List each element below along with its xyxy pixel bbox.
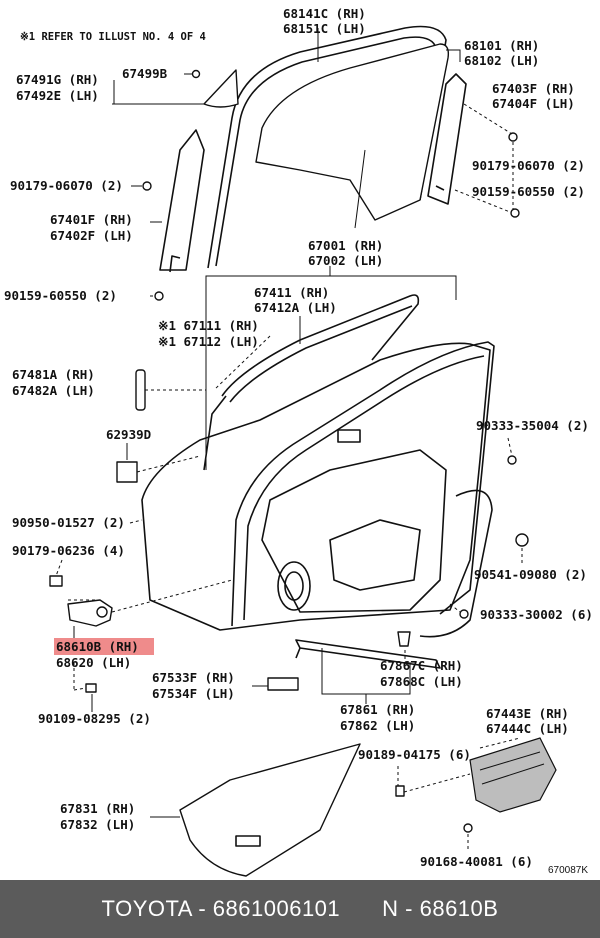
label-67412a: 67412A (LH) xyxy=(254,300,337,315)
illust-note: ※1 REFER TO ILLUST NO. 4 OF 4 xyxy=(20,31,206,43)
door-glass xyxy=(255,43,450,221)
label-67404f: 67404F (LH) xyxy=(492,96,575,111)
label-68610b: 68610B (RH) xyxy=(56,639,139,654)
label-90189-04175: 90189-04175 (6) xyxy=(358,747,471,762)
label-90168-40081: 90168-40081 (6) xyxy=(420,854,533,869)
label-90950-01527: 90950-01527 (2) xyxy=(12,515,125,530)
clip xyxy=(191,69,201,79)
label-68102: 68102 (LH) xyxy=(464,53,539,68)
label-67001: 67001 (RH) xyxy=(308,238,383,253)
bolt-b xyxy=(508,132,518,142)
service-hole-cover xyxy=(179,743,361,877)
grommet-b xyxy=(459,609,469,619)
label-67832: 67832 (LH) xyxy=(60,817,135,832)
label-68620: 68620 (LH) xyxy=(56,655,131,670)
footer-bar: TOYOTA - 6861006101 N - 68610B xyxy=(0,880,600,938)
label-90333-30002: 90333-30002 (6) xyxy=(480,607,593,622)
bolt-a xyxy=(142,181,152,191)
label-67861: 67861 (RH) xyxy=(340,702,415,717)
label-62939d: 62939D xyxy=(106,427,151,442)
label-67002: 67002 (LH) xyxy=(308,253,383,268)
label-67533f: 67533F (RH) xyxy=(152,670,235,685)
leader-lines xyxy=(55,28,523,852)
illustration-ref: 670087K xyxy=(548,865,588,876)
label-67401f: 67401F (RH) xyxy=(50,212,133,227)
label-90541-09080: 90541-09080 (2) xyxy=(474,567,587,582)
door-weatherstrip xyxy=(231,341,495,627)
labels: ※1 REFER TO ILLUST NO. 4 OF 4 68141C (RH… xyxy=(4,6,593,876)
triangle-cover xyxy=(203,69,239,108)
label-67481a: 67481A (RH) xyxy=(12,367,95,382)
label-67443e: 67443E (RH) xyxy=(486,706,569,721)
label-67403f: 67403F (RH) xyxy=(492,81,575,96)
label-67499b: 67499B xyxy=(122,66,168,81)
parts-diagram: ※1 REFER TO ILLUST NO. 4 OF 4 68141C (RH… xyxy=(4,6,593,877)
label-67868c: 67868C (LH) xyxy=(380,674,463,689)
lower-seal xyxy=(295,639,441,669)
inner-handle-hole xyxy=(337,429,361,443)
label-67491g: 67491G (RH) xyxy=(16,72,99,87)
label-67534f: 67534F (LH) xyxy=(152,686,235,701)
clip-3 xyxy=(395,785,405,797)
door-outer-panel xyxy=(141,342,491,631)
label-90179-06070-a: 90179-06070 (2) xyxy=(10,178,123,193)
pad xyxy=(116,461,138,483)
label-68101: 68101 (RH) xyxy=(464,38,539,53)
label-67482a: 67482A (LH) xyxy=(12,383,95,398)
label-67112: ※1 67112 (LH) xyxy=(158,334,259,349)
speaker-hole xyxy=(277,561,311,611)
label-67111: ※1 67111 (RH) xyxy=(158,318,259,333)
label-67411: 67411 (RH) xyxy=(254,285,329,300)
clip-2 xyxy=(397,631,411,647)
label-67831: 67831 (RH) xyxy=(60,801,135,816)
bolt-c xyxy=(510,208,520,218)
label-68151c: 68151C (LH) xyxy=(283,21,366,36)
impact-absorber xyxy=(469,737,557,813)
highlight-68610b xyxy=(54,638,154,655)
door-opening-trim xyxy=(203,395,227,471)
footer-code: N - 68610B xyxy=(382,896,499,921)
grommet-a xyxy=(507,455,517,465)
label-90159-60550-a: 90159-60550 (2) xyxy=(472,184,585,199)
label-90109-08295: 90109-08295 (2) xyxy=(38,711,151,726)
cap xyxy=(515,533,529,547)
door-inner-panel xyxy=(261,449,447,613)
protector xyxy=(267,677,299,691)
label-67492e: 67492E (LH) xyxy=(16,88,99,103)
footer-part-number: TOYOTA - 6861006101 xyxy=(101,896,341,921)
label-90333-35004: 90333-35004 (2) xyxy=(476,418,589,433)
label-90179-06070-b: 90179-06070 (2) xyxy=(472,158,585,173)
label-90179-06236: 90179-06236 (4) xyxy=(12,543,125,558)
rear-frame-sash xyxy=(427,73,467,205)
label-90159-60550-b: 90159-60550 (2) xyxy=(4,288,117,303)
drawing xyxy=(49,25,557,877)
label-68141c: 68141C (RH) xyxy=(283,6,366,21)
label-67444c: 67444C (LH) xyxy=(486,721,569,736)
bolt-d xyxy=(154,291,164,301)
hinge-bolt xyxy=(49,575,63,587)
insert xyxy=(135,369,146,411)
screw xyxy=(463,823,473,833)
label-67867c: 67867C (RH) xyxy=(380,658,463,673)
label-67402f: 67402F (LH) xyxy=(50,228,133,243)
label-67862: 67862 (LH) xyxy=(340,718,415,733)
front-frame-sash xyxy=(159,129,205,273)
